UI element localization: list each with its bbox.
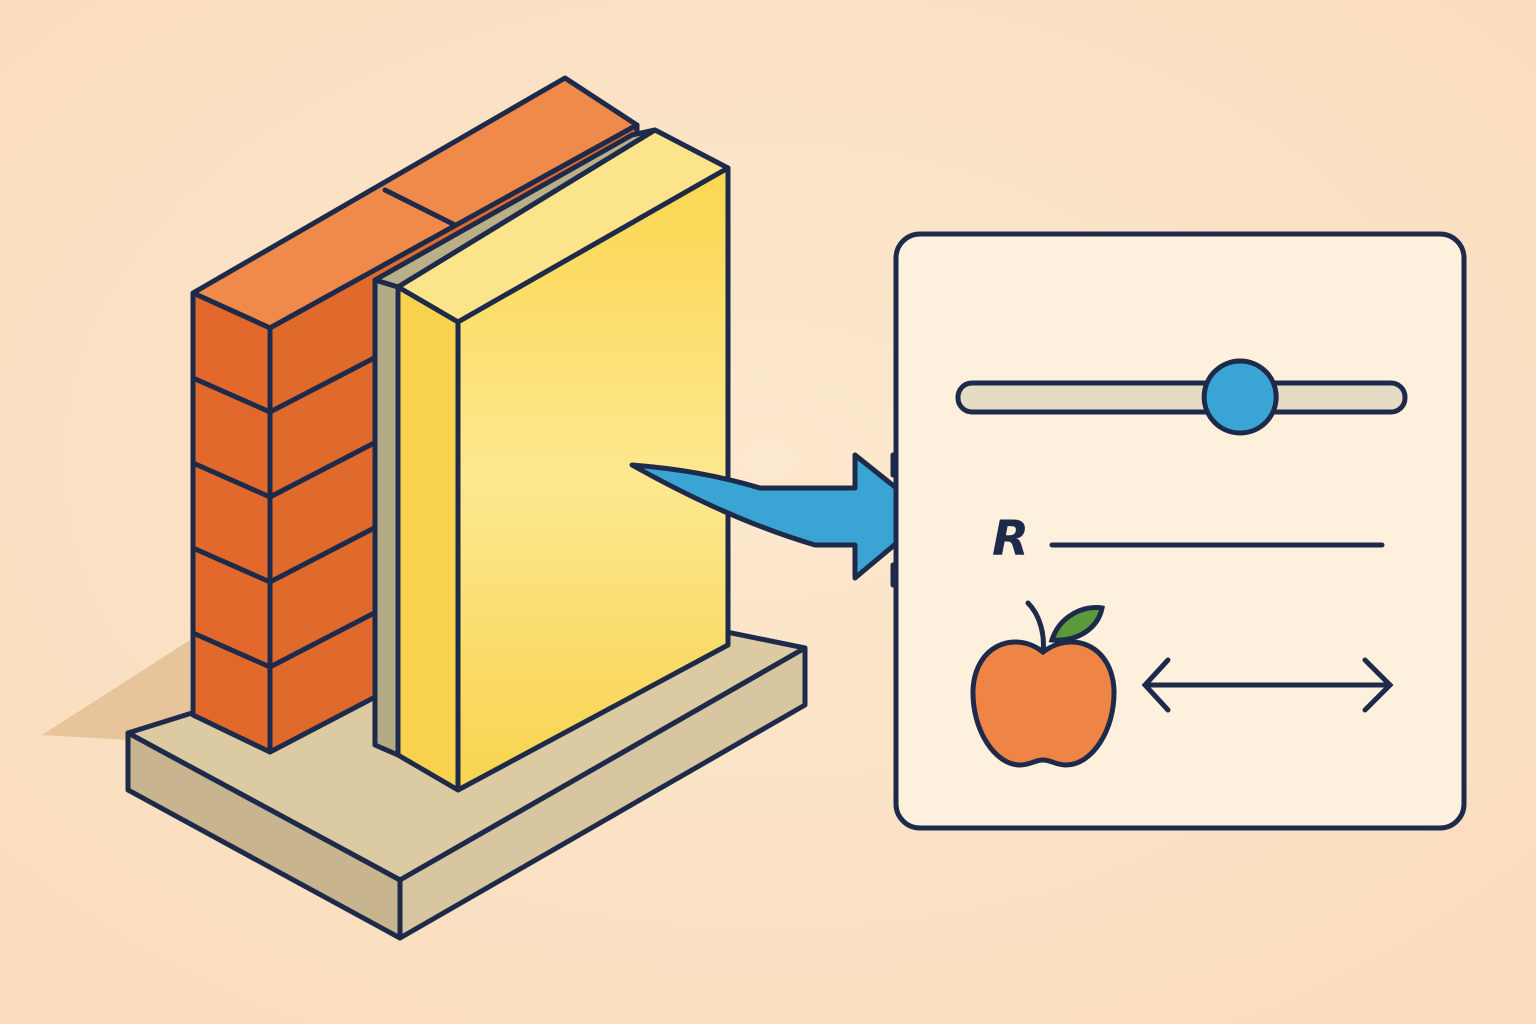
double-arrow-icon: [1141, 657, 1394, 713]
shadow: [42, 640, 190, 740]
arrow-icon: [629, 452, 933, 581]
slider-icon[interactable]: [955, 358, 1408, 436]
insulation-board-icon: [372, 127, 731, 793]
r-label: R: [992, 511, 1029, 567]
properties-panel: [893, 231, 1467, 831]
apple-icon: [970, 600, 1117, 768]
boundary-dashes: [725, 417, 896, 588]
